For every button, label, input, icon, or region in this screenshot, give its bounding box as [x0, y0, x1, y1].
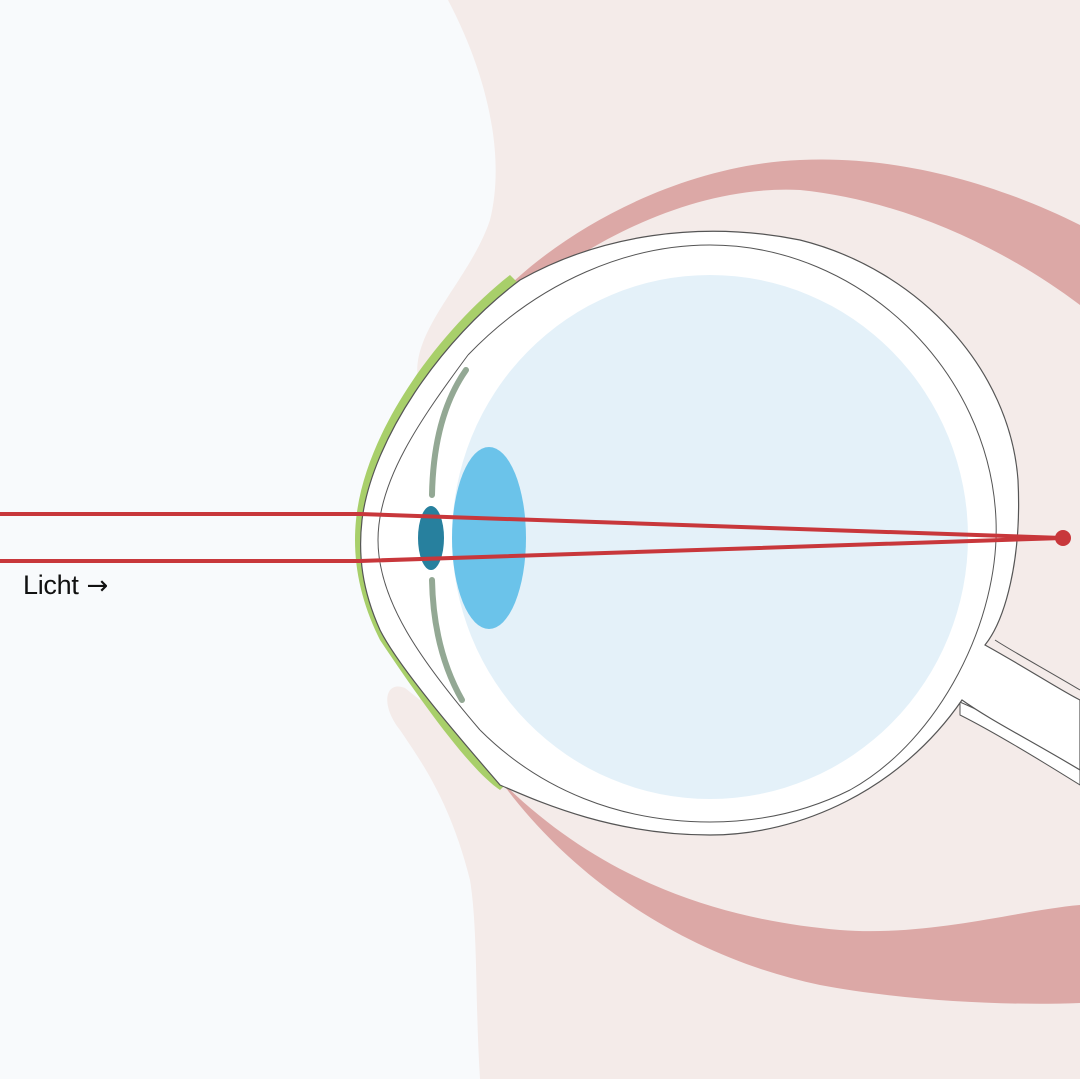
pupil: [418, 506, 444, 570]
lower-eyelid: [500, 780, 1080, 1004]
iris-lower: [429, 577, 465, 703]
upper-eyelid: [495, 159, 1080, 305]
light-rays: [0, 512, 1064, 563]
light-ray-upper: [0, 512, 1064, 540]
light-label: Licht→: [23, 570, 108, 601]
choroid-line: [467, 244, 997, 823]
lens: [452, 447, 526, 629]
focal-point: [1055, 530, 1071, 546]
conjunctiva: [355, 275, 520, 790]
vitreous-body: [452, 275, 968, 799]
cornea: [377, 354, 481, 731]
light-ray-lower: [0, 536, 1064, 563]
iris-upper: [429, 367, 469, 498]
arrow-right-icon: →: [86, 571, 109, 601]
light-label-text: Licht: [23, 570, 79, 600]
